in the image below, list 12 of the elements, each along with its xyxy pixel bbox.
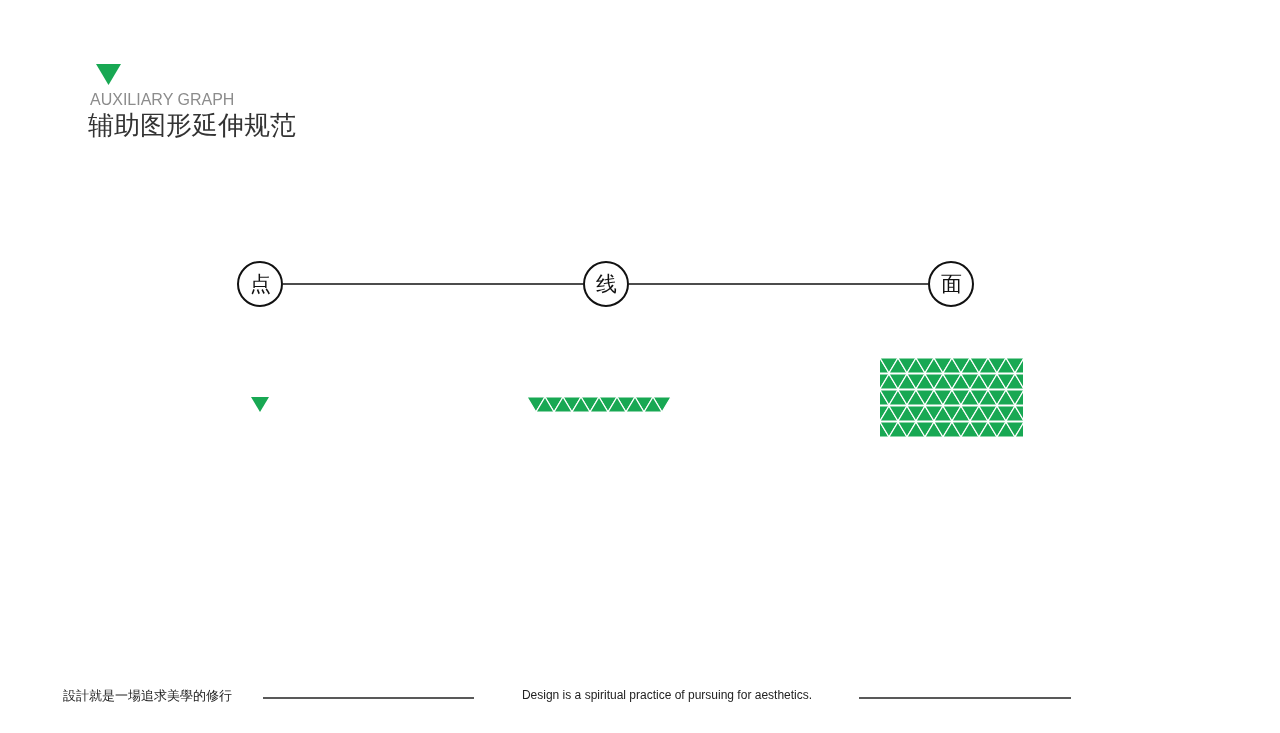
node-label: 点 [249, 273, 271, 295]
connector-line [628, 283, 929, 285]
page-title: 辅助图形延伸规范 [88, 111, 296, 141]
circle-node [583, 261, 629, 307]
node-label: 面 [940, 273, 962, 295]
node-label: 线 [595, 273, 617, 295]
connector-line [282, 283, 584, 285]
circle-node [237, 261, 283, 307]
circle-node [928, 261, 974, 307]
footer-slogan: 設計就是一場追求美學的修行 [63, 689, 232, 704]
footer-tagline: Design is a spiritual practice of pursuing for aesthetics. [521, 689, 813, 703]
section-subtitle: AUXILIARY GRAPH [90, 91, 235, 110]
